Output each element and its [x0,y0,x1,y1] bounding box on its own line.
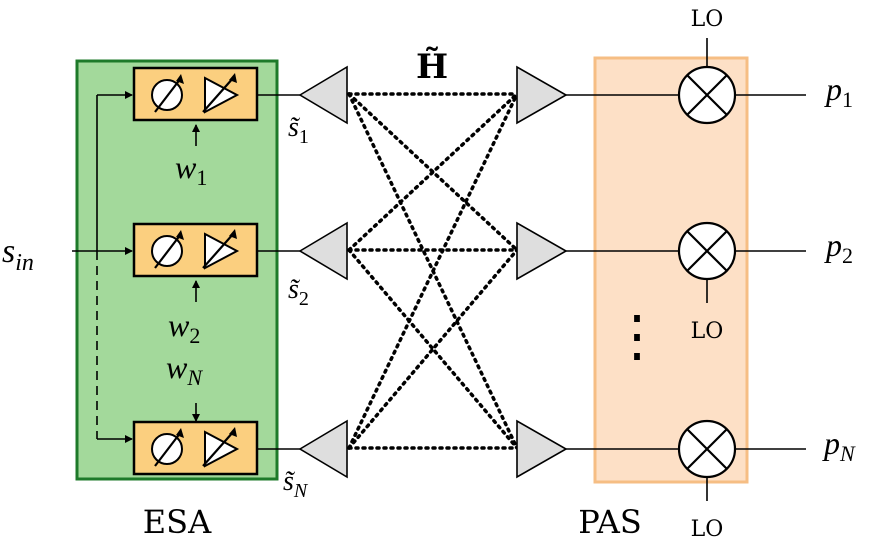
lo-label-n: LO [691,517,724,542]
rx-antenna-icon [516,65,568,125]
esa-cell-2 [132,222,300,302]
phase-shifter-icon [151,428,184,467]
tx-antenna-icon [298,65,348,125]
input-label: sin [2,233,34,276]
weight-label-1: w1 [175,149,207,190]
tx-signal-label-n: s̃N [283,466,309,502]
amplifier-icon [202,229,240,270]
amplifier-icon [202,73,240,114]
mixer-icon [677,221,737,281]
tx-antenna-icon [298,419,348,479]
ellipsis-label: ⋮ [609,304,665,369]
channel-links [347,92,519,450]
tx-signal-label-1: s̃1 [288,112,309,148]
weight-label-n: wN [166,349,203,390]
mixer-icon [677,65,737,125]
esa-cell-1 [132,66,300,146]
rx-antenna-icon [516,419,568,479]
rx-antenna-icon [516,221,568,281]
esa-cell-3 [132,403,300,476]
lo-label-2: LO [691,319,724,344]
rx-chain-2 [516,221,806,303]
input-feed [72,91,133,443]
output-label-2: p2 [824,227,853,268]
lo-label-1: LO [691,7,724,32]
esa-label: ESA [143,503,212,541]
output-label-n: pN [822,425,856,466]
phase-shifter-icon [151,230,184,269]
output-label-1: p1 [824,71,853,112]
channel-label: H̃ [416,47,448,87]
amplifier-icon [202,427,240,468]
tx-signal-label-2: s̃2 [288,274,309,310]
rx-chain-1 [516,38,806,125]
pas-label: PAS [578,503,642,541]
rx-chain-3 [516,419,806,501]
weight-label-2: w2 [168,307,200,348]
mixer-icon [677,419,737,479]
phase-shifter-icon [151,74,184,113]
tx-antenna-icon [298,221,348,281]
